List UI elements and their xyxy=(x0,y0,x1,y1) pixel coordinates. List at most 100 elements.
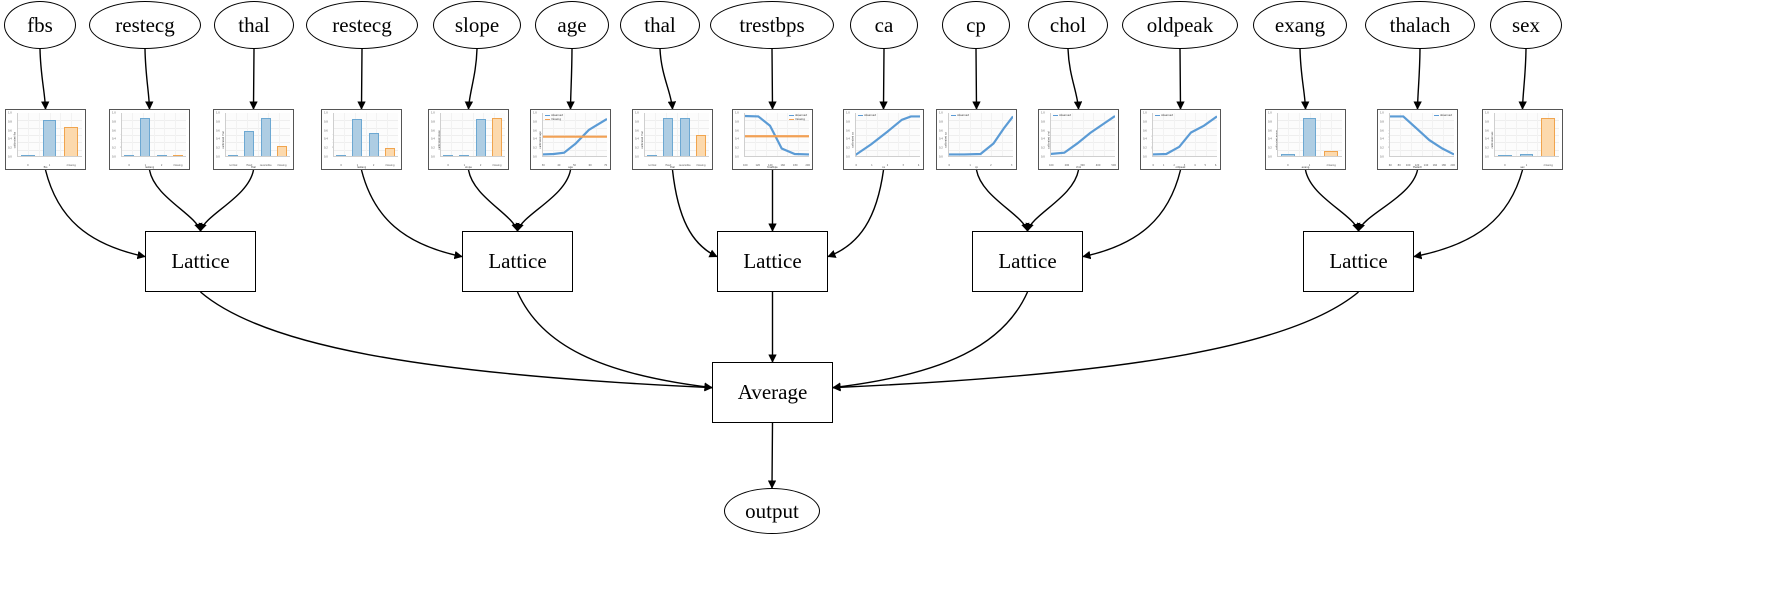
chart-gridline xyxy=(765,113,767,157)
edge-f10-to-c10 xyxy=(1067,48,1083,110)
chart-line-svg xyxy=(1050,113,1115,157)
feature-node-age-5[interactable]: age xyxy=(535,1,609,49)
feature-node-exang-12[interactable]: exang xyxy=(1253,1,1347,49)
calibrator-chart-oldpeak-11[interactable]: calibrated oldpeakobserved01234561.00.80… xyxy=(1140,109,1221,170)
lattice-node-4[interactable]: Lattice xyxy=(1303,231,1414,292)
chart-axis-frame xyxy=(744,113,809,157)
chart-y-tick-label: 1.0 xyxy=(431,111,435,115)
average-node[interactable]: Average xyxy=(712,362,833,423)
edge-l0-to-avg xyxy=(200,291,713,392)
feature-node-fbs-0[interactable]: fbs xyxy=(4,1,76,49)
lattice-node-1[interactable]: Lattice xyxy=(462,231,573,292)
feature-node-label: cp xyxy=(966,12,986,37)
chart-y-tick-label: 0.2 xyxy=(112,146,116,150)
chart-x-tick-label: 2 xyxy=(990,164,992,167)
chart-x-tick-label: missing xyxy=(1543,164,1553,167)
feature-node-sex-14[interactable]: sex xyxy=(1490,1,1562,49)
edge-c14-to-l4 xyxy=(1413,169,1524,260)
lattice-node-2[interactable]: Lattice xyxy=(717,231,828,292)
chart-y-tick-label: 0.0 xyxy=(1041,155,1045,159)
feature-node-thal-6[interactable]: thal xyxy=(620,1,700,49)
chart-x-tick-label: 300 xyxy=(1080,164,1085,167)
chart-gridline xyxy=(1206,113,1208,157)
chart-x-tick-label: missing xyxy=(696,164,706,167)
chart-x-tick-label: 0 xyxy=(855,164,858,167)
feature-node-oldpeak-11[interactable]: oldpeak xyxy=(1122,1,1238,49)
chart-x-tick-label: 0 xyxy=(948,164,951,167)
feature-node-label: exang xyxy=(1274,12,1326,37)
chart-x-tick-label: 4 xyxy=(1194,164,1196,167)
calibrator-chart-exang-12[interactable]: calibrated exang01missing1.00.80.60.40.2… xyxy=(1265,109,1346,170)
chart-legend-label: observed xyxy=(1161,114,1174,117)
calibrator-chart-thalach-13[interactable]: calibrated thalachobserved60801001201401… xyxy=(1377,109,1458,170)
feature-node-label: ca xyxy=(874,12,894,37)
chart-y-tick-label: 0.2 xyxy=(939,146,943,150)
feature-node-slope-4[interactable]: slope xyxy=(433,1,521,49)
chart-y-tick-label: 0.8 xyxy=(431,120,435,124)
feature-node-restecg-1[interactable]: restecg xyxy=(89,1,201,49)
chart-y-tick-label: 0.2 xyxy=(533,146,537,150)
chart-legend-item: observed xyxy=(1053,114,1071,118)
edge-f0-to-c0 xyxy=(39,48,50,110)
chart-y-tick-label: 0.4 xyxy=(1380,137,1384,141)
chart-x-tick-label: 200 xyxy=(1450,164,1455,167)
calibrator-chart-slope-4[interactable]: calibrated slope012missing1.00.80.60.40.… xyxy=(428,109,509,170)
chart-gridline xyxy=(1082,113,1084,157)
chart-series-line-observed xyxy=(948,116,1013,154)
output-node[interactable]: output xyxy=(724,488,820,534)
chart-y-tick-label: 0.2 xyxy=(431,146,435,150)
feature-node-thalach-13[interactable]: thalach xyxy=(1365,1,1475,49)
edge-f9-to-c9 xyxy=(972,48,981,110)
calibrator-chart-trestbps-7[interactable]: calibrated trestbpsobservedmissing100120… xyxy=(732,109,813,170)
feature-node-thal-2[interactable]: thal xyxy=(214,1,294,49)
feature-node-cp-9[interactable]: cp xyxy=(942,1,1010,49)
chart-gridline xyxy=(1298,113,1300,157)
feature-node-restecg-3[interactable]: restecg xyxy=(306,1,418,49)
chart-y-tick-label: 0.0 xyxy=(1485,155,1489,159)
edge-f4-to-c4 xyxy=(464,48,478,110)
calibrator-chart-restecg-3[interactable]: calibrated restecg012missing1.00.80.60.4… xyxy=(321,109,402,170)
chart-y-tick-label: 0.6 xyxy=(1268,129,1272,133)
chart-y-tick-label: 0.2 xyxy=(216,146,220,150)
chart-legend-item: observed xyxy=(788,114,807,118)
chart-legend-item: observed xyxy=(1155,114,1173,118)
chart-y-tick-label: 0.4 xyxy=(533,137,537,141)
lattice-node-3[interactable]: Lattice xyxy=(972,231,1083,292)
chart-y-tick-label: 0.4 xyxy=(8,137,12,141)
chart-legend-label: missing xyxy=(794,117,805,121)
feature-node-trestbps-7[interactable]: trestbps xyxy=(710,1,834,49)
chart-y-tick-label: 1.0 xyxy=(1380,111,1384,115)
chart-line-svg xyxy=(948,113,1013,157)
chart-legend-item: observed xyxy=(951,114,969,118)
chart-x-tick-label: 30 xyxy=(541,164,545,167)
chart-gridline xyxy=(472,113,474,157)
chart-axis-frame xyxy=(440,113,505,157)
chart-y-tick-label: 0.0 xyxy=(735,155,739,159)
feature-node-chol-10[interactable]: chol xyxy=(1028,1,1108,49)
chart-y-tick-label: 1.0 xyxy=(1485,111,1489,115)
chart-gridline xyxy=(1526,113,1528,157)
chart-gridline xyxy=(754,113,756,157)
chart-x-axis-label: restecg xyxy=(356,166,367,169)
chart-gridline xyxy=(585,113,587,157)
feature-node-ca-8[interactable]: ca xyxy=(850,1,918,49)
calibrator-chart-restecg-1[interactable]: calibrated restecg012missing1.00.80.60.4… xyxy=(109,109,190,170)
chart-gridline xyxy=(175,113,177,157)
lattice-node-0[interactable]: Lattice xyxy=(145,231,256,292)
chart-gridline xyxy=(27,113,29,157)
feature-node-label: sex xyxy=(1512,12,1540,37)
chart-y-tick-label: 0.6 xyxy=(216,129,220,133)
chart-legend-label: observed xyxy=(957,114,970,117)
